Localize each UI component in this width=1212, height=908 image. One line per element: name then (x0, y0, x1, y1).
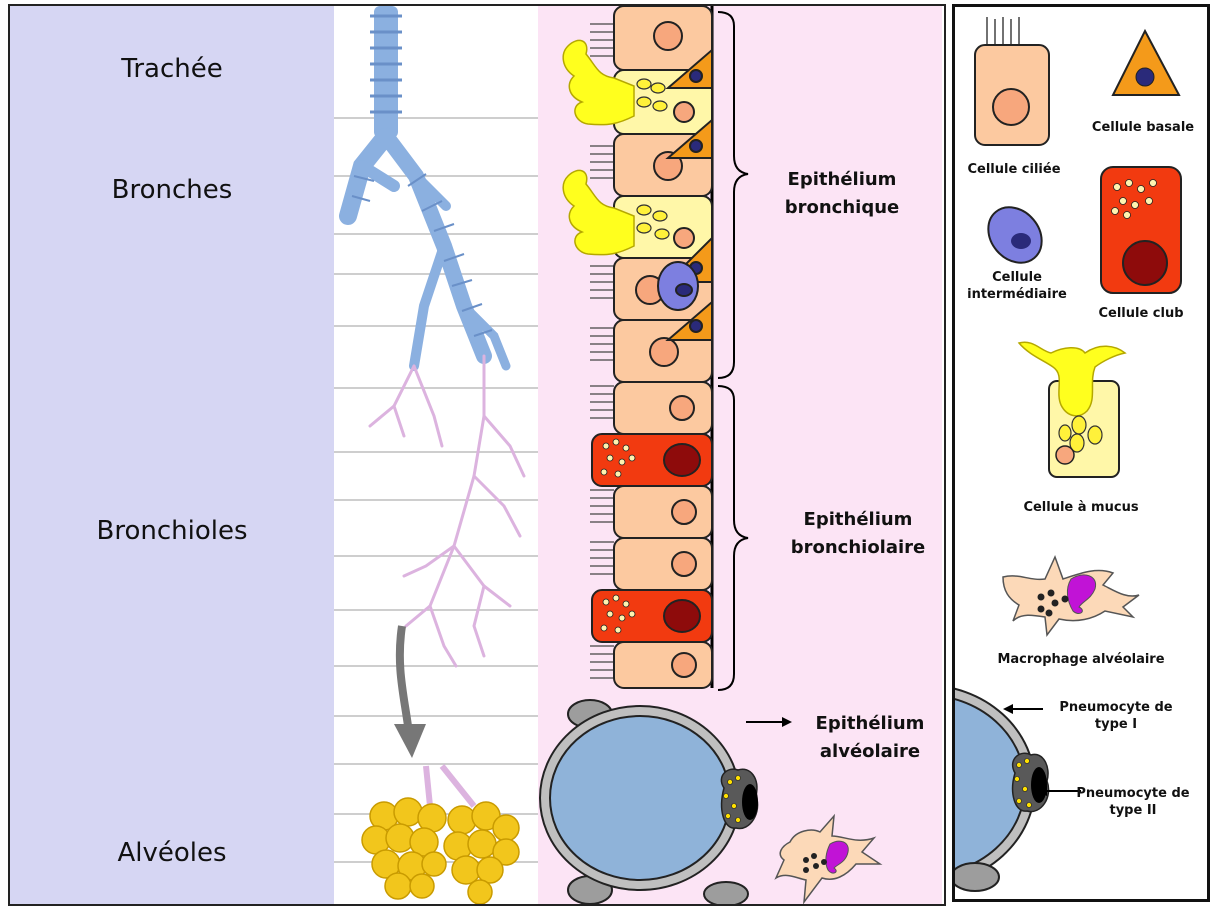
bronchioles-label: Bronchioles (10, 516, 334, 546)
legend-pneumocyte-2-label: Pneumocyte de type II (1063, 785, 1203, 819)
trachea-label: Trachée (10, 54, 334, 84)
bronchiolar-line-1: Epithélium (768, 506, 948, 534)
bracket-bronchiolar (718, 386, 748, 690)
alveolar-epithelium-label: Epithélium alvéolaire (780, 710, 960, 766)
epithelium-illustration (538, 6, 942, 906)
arrow-head (394, 724, 426, 758)
bronchi-shape (348, 136, 506, 366)
pneumocyte-1-line-2: type I (1041, 716, 1191, 733)
intermediate-cell (658, 262, 698, 310)
epithelium-panel (538, 6, 942, 906)
legend-intermediate-cell (977, 197, 1052, 274)
down-arrow (400, 626, 408, 726)
legend-macrophage (1003, 557, 1139, 635)
alveolar-line-2: alvéolaire (780, 738, 960, 766)
legend-macrophage-label: Macrophage alvéolaire (955, 651, 1207, 668)
bronchi-label: Bronches (10, 175, 334, 205)
legend-intermediate-label: Cellule intermédiaire (959, 269, 1075, 303)
alveoli-label: Alvéoles (10, 838, 334, 868)
pneumocyte-2-line-2: type II (1063, 802, 1203, 819)
bronchial-line-1: Epithélium (752, 166, 932, 194)
airway-tree-illustration (334, 6, 538, 906)
alveolar-line-1: Epithélium (780, 710, 960, 738)
bracket-bronchial (718, 12, 748, 378)
legend-basal-label: Cellule basale (1073, 119, 1210, 136)
pneumocyte-1-line-1: Pneumocyte de (1041, 699, 1191, 716)
legend-mucus-label: Cellule à mucus (955, 499, 1207, 516)
alveolus-shape (540, 700, 758, 906)
trachea-shape (370, 6, 402, 138)
legend-club-label: Cellule club (1083, 305, 1199, 322)
bronchial-epithelium-label: Epithélium bronchique (752, 166, 932, 222)
airway-tree-panel (334, 6, 538, 906)
region-label-panel (10, 6, 334, 906)
legend-club-cell (1101, 167, 1181, 293)
legend-basal-cell (1113, 31, 1179, 95)
macrophage-small (776, 816, 880, 902)
legend-ciliated-cell (975, 17, 1049, 145)
alveolar-sacs (362, 766, 519, 904)
intermediate-line-2: intermédiaire (959, 286, 1075, 303)
bronchiolar-epithelium-label: Epithélium bronchiolaire (768, 506, 948, 562)
legend-illustrations (955, 7, 1207, 899)
intermediate-line-1: Cellule (959, 269, 1075, 286)
legend-ciliated-label: Cellule ciliée (955, 161, 1073, 178)
bronchioles-shape (370, 356, 524, 666)
bronchiolar-line-2: bronchiolaire (768, 534, 948, 562)
legend-pneumocyte-1-label: Pneumocyte de type I (1041, 699, 1191, 733)
pneumocyte-2-line-1: Pneumocyte de (1063, 785, 1203, 802)
legend-panel: Cellule basale Cellule ciliée Cellule in… (952, 4, 1210, 902)
legend-mucus-cell (1019, 342, 1125, 477)
bronchial-line-2: bronchique (752, 194, 932, 222)
